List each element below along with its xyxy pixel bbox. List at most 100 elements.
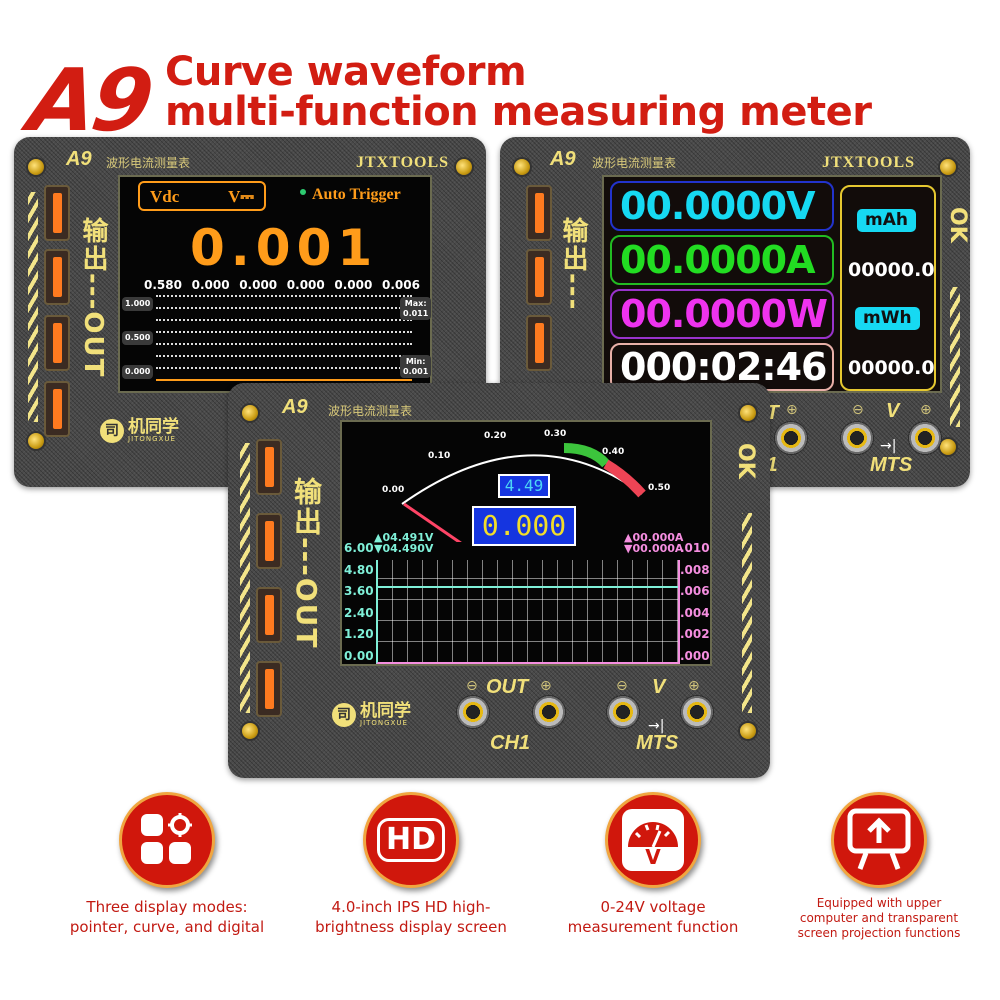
display-modes-icon bbox=[119, 792, 215, 888]
jack-out-plus[interactable] bbox=[774, 421, 808, 455]
output-label-dashes: --- bbox=[558, 273, 588, 312]
feature-caption: 4.0-inch IPS HD high- brightness display… bbox=[296, 898, 526, 937]
jack-v-plus[interactable] bbox=[908, 421, 942, 455]
y2-tick: .002 bbox=[680, 627, 710, 642]
history-value: 0.000 bbox=[239, 278, 278, 292]
usb-port[interactable] bbox=[256, 661, 282, 717]
history-value: 0.000 bbox=[334, 278, 373, 292]
usb-port[interactable] bbox=[526, 249, 552, 305]
minus-sign: ⊖ bbox=[616, 678, 628, 694]
maker-en: JITONGXUE bbox=[128, 435, 176, 443]
screw-icon bbox=[740, 723, 756, 739]
maker-logo-icon: 司 bbox=[332, 703, 356, 727]
timer-readout: 000:02:46 bbox=[610, 343, 834, 391]
brand-label: JTXTOOLS bbox=[356, 154, 450, 171]
small-lcd: 4.49 bbox=[498, 474, 550, 498]
jack-out-minus[interactable] bbox=[456, 695, 490, 729]
y-tick: 4.80 bbox=[344, 562, 374, 577]
current-max: ▲00.000A bbox=[624, 531, 684, 544]
plus-sign: ⊕ bbox=[786, 402, 798, 418]
usb-port[interactable] bbox=[256, 439, 282, 495]
y-label: 1.000 bbox=[122, 297, 154, 311]
output-label-dashes: --- bbox=[290, 537, 323, 578]
usb-port[interactable] bbox=[44, 315, 70, 371]
mah-value: 00000.0 bbox=[848, 259, 935, 281]
y2-tick: .000 bbox=[680, 648, 710, 663]
hd-icon: HD bbox=[363, 792, 459, 888]
jack-v-minus[interactable] bbox=[606, 695, 640, 729]
mwh-label: mWh bbox=[855, 307, 920, 330]
gauge-tick-label: 0.10 bbox=[428, 451, 451, 461]
jack-v-plus[interactable] bbox=[680, 695, 714, 729]
usb-port[interactable] bbox=[526, 185, 552, 241]
caption-line: Three display modes: bbox=[86, 898, 248, 916]
energy-panel bbox=[840, 185, 936, 391]
screen-pointer-curve: 0.00 0.10 0.20 0.30 0.40 0.50 4.49 0.000… bbox=[340, 420, 712, 666]
analog-gauge bbox=[401, 443, 646, 542]
brand-label: JTXTOOLS bbox=[822, 154, 916, 171]
reading-trace bbox=[156, 379, 412, 381]
model-logo: A9 bbox=[22, 51, 156, 151]
history-row: 0.580 0.000 0.000 0.000 0.000 0.006 bbox=[144, 279, 420, 291]
feature-display-modes: Three display modes: pointer, curve, and… bbox=[52, 792, 282, 937]
port-label-mts: MTS bbox=[636, 732, 679, 754]
output-label-cn: 输出 bbox=[558, 217, 588, 273]
voltage-max: ▲04.491V bbox=[374, 531, 434, 544]
minus-sign: ⊖ bbox=[466, 678, 478, 694]
plus-sign: ⊕ bbox=[540, 678, 552, 694]
diode-icon: →| bbox=[648, 718, 665, 734]
feature-caption: Equipped with upper computer and transpa… bbox=[764, 896, 994, 941]
usb-port[interactable] bbox=[44, 185, 70, 241]
chart-plot-area bbox=[376, 560, 680, 664]
history-value: 0.580 bbox=[144, 278, 182, 292]
screw-icon bbox=[28, 159, 44, 175]
jack-out-plus[interactable] bbox=[532, 695, 566, 729]
usb-port[interactable] bbox=[256, 587, 282, 643]
caption-line: 0-24V voltage bbox=[600, 898, 706, 916]
port-label-out: OUT bbox=[486, 676, 529, 698]
y2-tick: .010 bbox=[680, 541, 710, 555]
history-value: 0.006 bbox=[381, 278, 420, 292]
ok-button[interactable]: OK bbox=[733, 443, 758, 479]
output-label: 输出---OUT bbox=[290, 477, 323, 650]
caption-line: screen projection functions bbox=[797, 926, 961, 940]
usb-port[interactable] bbox=[44, 249, 70, 305]
grid-line bbox=[156, 355, 412, 357]
min-label: Min: bbox=[405, 357, 426, 366]
caption-line: 4.0-inch IPS HD high- bbox=[331, 898, 491, 916]
screw-icon bbox=[940, 159, 956, 175]
minus-sign: ⊖ bbox=[852, 402, 864, 418]
y2-tick: .008 bbox=[680, 562, 710, 577]
hazard-stripes bbox=[28, 192, 38, 422]
y-tick: 2.40 bbox=[344, 605, 374, 620]
grid-line bbox=[156, 367, 412, 369]
model-label: A9 bbox=[550, 148, 576, 170]
grid-line bbox=[156, 331, 412, 333]
gauge-tick-label: 0.50 bbox=[648, 483, 671, 493]
ok-button[interactable]: OK bbox=[945, 207, 970, 243]
usb-port[interactable] bbox=[256, 513, 282, 569]
unit-label: V⎓ bbox=[228, 186, 254, 206]
grid-line bbox=[156, 319, 412, 321]
usb-port[interactable] bbox=[44, 381, 70, 437]
voltage-readout: 00.0000V bbox=[610, 181, 834, 231]
left-axis: 6.00 4.80 3.60 2.40 1.20 0.00 bbox=[344, 542, 374, 662]
usb-port[interactable] bbox=[526, 315, 552, 371]
gauge-tick-label: 0.40 bbox=[602, 447, 625, 457]
output-label-cn: 输出 bbox=[78, 217, 108, 273]
voltage-trace bbox=[378, 586, 678, 588]
main-reading: 0.001 bbox=[190, 219, 379, 277]
y-label: 0.000 bbox=[122, 365, 154, 379]
grid-line bbox=[156, 343, 412, 345]
output-label-en: OUT bbox=[78, 311, 108, 379]
caption-line: pointer, curve, and digital bbox=[69, 917, 265, 936]
max-value: 0.011 bbox=[403, 308, 429, 318]
jack-v-minus[interactable] bbox=[840, 421, 874, 455]
chinese-title: 波形电流测量表 bbox=[328, 404, 413, 418]
mwh-value: 00000.0 bbox=[848, 357, 935, 379]
trigger-label: Auto Trigger bbox=[312, 186, 401, 203]
chinese-title: 波形电流测量表 bbox=[592, 156, 677, 170]
max-box: Max: 0.011 bbox=[400, 297, 432, 321]
